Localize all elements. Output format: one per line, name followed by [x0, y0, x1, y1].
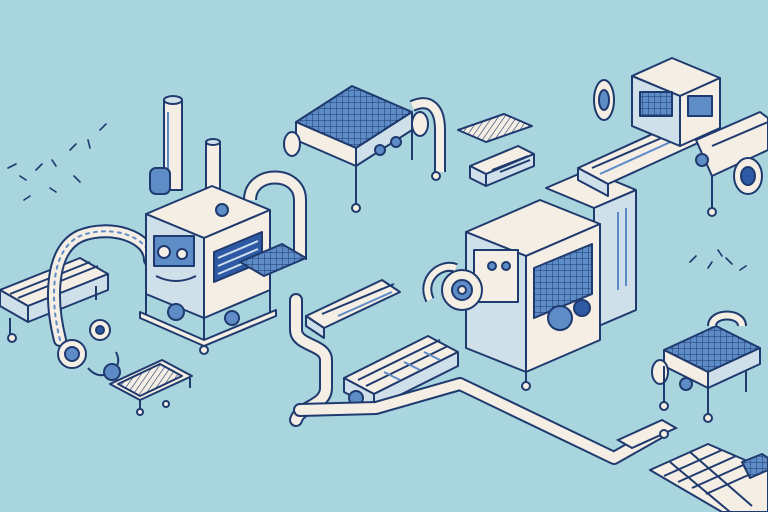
scattered-marks — [7, 123, 747, 271]
crate-stack — [457, 113, 535, 187]
chimney-stacks — [149, 95, 221, 195]
pipe-lower-long — [293, 377, 667, 465]
solar-panel-array-right — [651, 310, 761, 423]
pipe-left — [47, 224, 157, 347]
processing-machine-center — [422, 169, 637, 391]
tray-lower-left — [109, 359, 193, 416]
packaging-machine-top-right — [577, 57, 768, 217]
processing-machine-left — [139, 170, 307, 355]
solar-panel-array-top — [283, 85, 446, 213]
conveyor-center — [305, 279, 401, 339]
gear-assembly-left — [57, 319, 121, 381]
pipe-lower-end — [615, 418, 679, 450]
grid-panel-bottom-right — [649, 443, 768, 512]
